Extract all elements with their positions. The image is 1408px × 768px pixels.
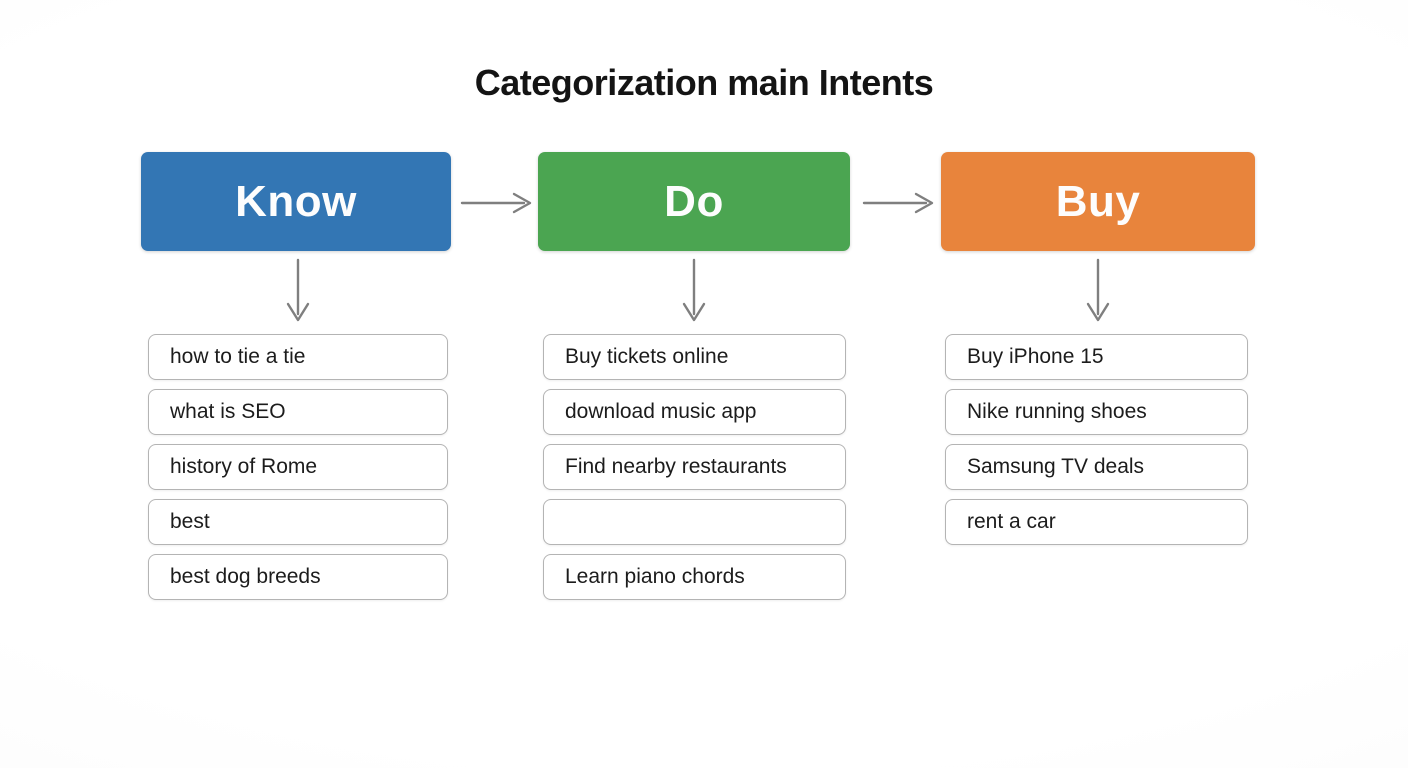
query-item: Samsung TV deals	[945, 444, 1248, 490]
page-title: Categorization main Intents	[474, 62, 934, 103]
query-item: best	[148, 499, 448, 545]
intent-box-buy-label: Buy	[1055, 176, 1141, 226]
query-item: Learn piano chords	[543, 554, 846, 600]
intent-box-know-label: Know	[235, 176, 357, 226]
query-list-do: Buy tickets online download music app Fi…	[543, 334, 846, 600]
query-item: download music app	[543, 389, 846, 435]
intent-box-know: Know	[141, 152, 451, 251]
arrow-down-icon	[1086, 258, 1110, 322]
query-item: Buy iPhone 15	[945, 334, 1248, 380]
query-item: what is SEO	[148, 389, 448, 435]
query-list-buy: Buy iPhone 15 Nike running shoes Samsung…	[945, 334, 1248, 545]
arrow-down-icon	[682, 258, 706, 322]
intent-box-do-label: Do	[664, 176, 724, 226]
query-list-know: how to tie a tie what is SEO history of …	[148, 334, 448, 600]
query-item: how to tie a tie	[148, 334, 448, 380]
arrow-right-icon	[862, 192, 934, 214]
intent-box-buy: Buy	[941, 152, 1255, 251]
query-item: rent a car	[945, 499, 1248, 545]
arrow-right-icon	[460, 192, 532, 214]
query-item: Buy tickets online	[543, 334, 846, 380]
query-item: Find nearby restaurants	[543, 444, 846, 490]
query-item: Nike running shoes	[945, 389, 1248, 435]
intent-box-do: Do	[538, 152, 850, 251]
query-item-empty	[543, 499, 846, 545]
arrow-down-icon	[286, 258, 310, 322]
query-item: best dog breeds	[148, 554, 448, 600]
query-item: history of Rome	[148, 444, 448, 490]
